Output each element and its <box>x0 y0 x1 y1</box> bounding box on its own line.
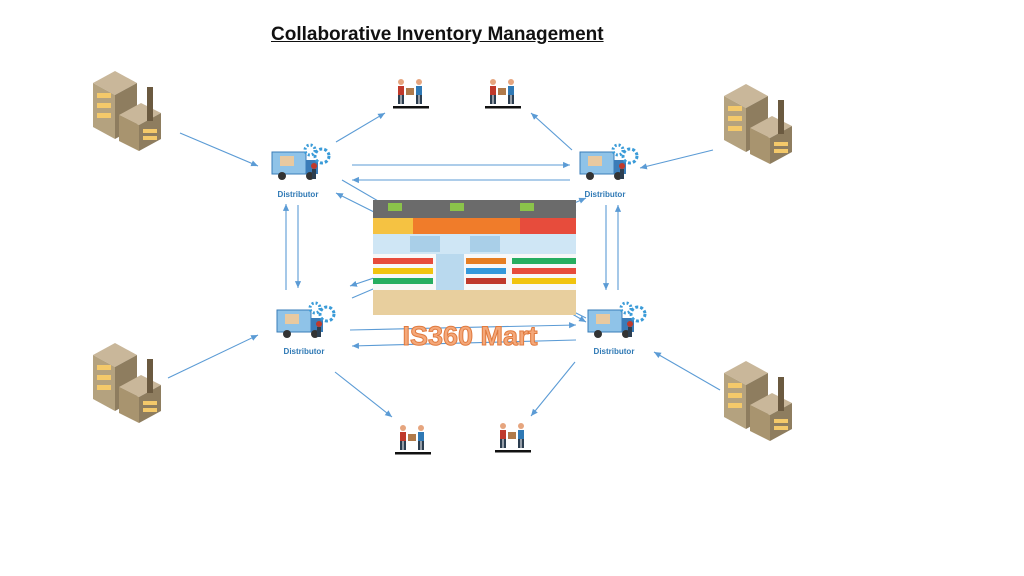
distributor-label: Distributor <box>278 190 319 199</box>
mart-label: IS360 Mart <box>402 321 537 351</box>
distributor-to-customer-arrow <box>334 371 393 418</box>
distributor-bottom-right: Distributor <box>586 301 647 356</box>
distributor-to-customer-arrow <box>335 112 386 143</box>
factory-icon <box>93 71 161 151</box>
factory-icon <box>724 361 792 441</box>
supermarket-store-image <box>373 200 576 315</box>
delivery-truck-gear-icon <box>275 301 336 340</box>
distributor-label: Distributor <box>594 347 635 356</box>
distributor-top-right: Distributor <box>578 143 639 199</box>
factory-to-distributor-arrow <box>167 334 259 379</box>
customers-handshake-icon <box>393 79 429 109</box>
page-title: Collaborative Inventory Management <box>271 24 604 45</box>
distributor-label: Distributor <box>585 190 626 199</box>
factory-icon <box>93 343 161 423</box>
factory-icon <box>724 84 792 164</box>
distributor-to-customer-arrow <box>530 361 576 417</box>
factory-to-distributor-arrow <box>653 351 721 391</box>
distributor-exchange-arrow <box>351 339 577 349</box>
delivery-truck-gear-icon <box>586 301 647 340</box>
customers-handshake-icon <box>395 425 431 455</box>
factory-to-distributor-arrow <box>639 149 714 170</box>
customers-handshake-icon <box>495 423 531 453</box>
delivery-truck-gear-icon <box>578 143 639 182</box>
distributor-top-left: Distributor <box>270 143 331 199</box>
factory-to-distributor-arrow <box>179 132 259 167</box>
distributor-bottom-left: Distributor <box>275 301 336 356</box>
customers-handshake-icon <box>485 79 521 109</box>
delivery-truck-gear-icon <box>270 143 331 182</box>
distributor-exchange-arrow <box>349 322 577 331</box>
distributor-label: Distributor <box>284 347 325 356</box>
distributor-to-customer-arrow <box>530 112 573 151</box>
